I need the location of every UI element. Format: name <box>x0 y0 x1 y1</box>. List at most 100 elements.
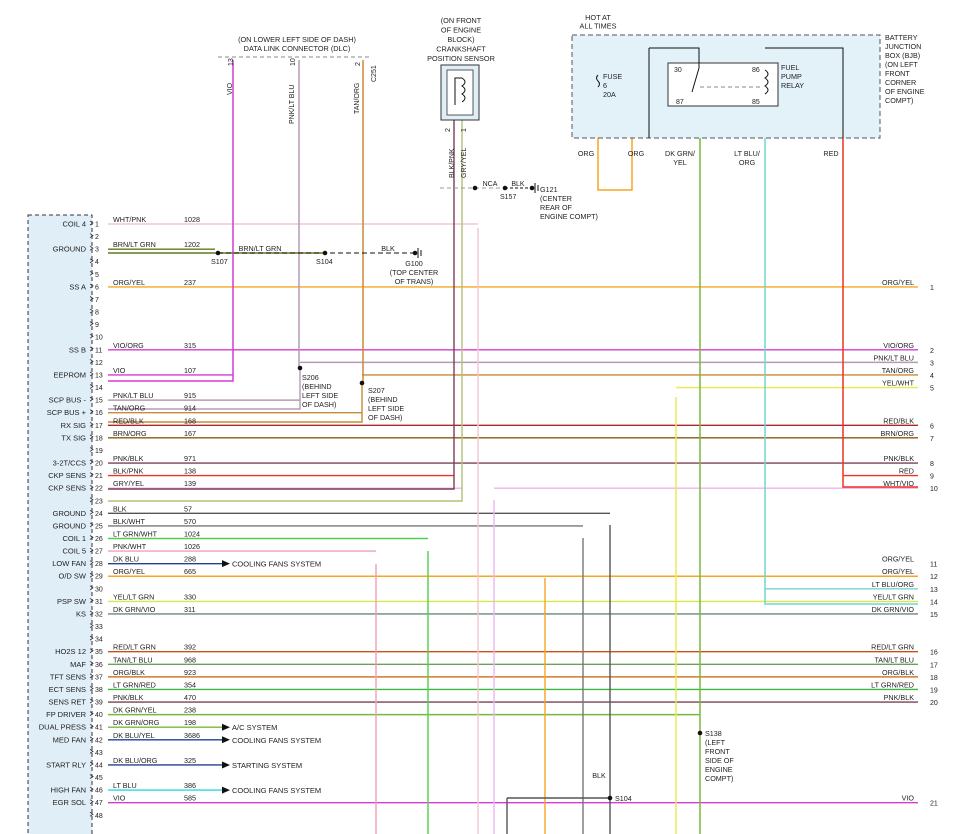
arrow-head <box>222 761 230 769</box>
G121-label: G121 <box>540 185 558 194</box>
bjb-wire-label: LT BLU/ <box>734 149 760 158</box>
pin-number: 21 <box>95 473 103 480</box>
circuit-number: 168 <box>184 416 196 425</box>
pin-number: 40 <box>95 712 103 719</box>
ckp-pin: 1 <box>461 128 468 132</box>
wire-color-label: YEL/LT GRN <box>113 592 154 601</box>
pin-label: TFT SENS <box>50 672 86 681</box>
bjb-wire-label: DK GRN/ <box>665 149 695 158</box>
dlc-wire-label: PNK/LT BLU <box>289 85 296 124</box>
pin-number: 5 <box>95 272 99 279</box>
pin-number: 16 <box>95 410 103 417</box>
circuit-number: 3686 <box>184 731 200 740</box>
pin-label: GROUND <box>53 245 87 254</box>
pin-tick <box>89 774 94 779</box>
G100-label: G100 <box>405 259 423 268</box>
pin-number: 26 <box>95 536 103 543</box>
pin-tick <box>89 723 94 729</box>
pin-tick <box>89 233 94 238</box>
wire-color-label: PNK/BLK <box>113 454 144 463</box>
circuit-number: 470 <box>184 693 196 702</box>
pin-tick <box>89 535 94 540</box>
hot-at-label: HOT AT <box>585 13 611 22</box>
wire-color-label: DK GRN/ORG <box>113 718 160 727</box>
pin-tick <box>89 371 94 377</box>
S207-label: (BEHIND <box>368 395 398 404</box>
relay-pin: 86 <box>752 67 760 74</box>
S107-dot <box>215 250 221 256</box>
pin-number: 1 <box>95 222 99 229</box>
system-ref-label: A/C SYSTEM <box>232 723 277 732</box>
right-color-label: RED/BLK <box>883 416 914 425</box>
wire-color-label: ORG/YEL <box>113 278 145 287</box>
right-pin-number: 15 <box>930 612 938 619</box>
pin-tick <box>89 598 94 603</box>
relay-switch <box>691 67 700 93</box>
pin-label: MED FAN <box>53 735 86 744</box>
S138-label: SIDE OF <box>705 756 734 765</box>
pin-number: 25 <box>95 523 103 530</box>
pin-tick <box>89 384 94 389</box>
circuit-number: 138 <box>184 467 196 476</box>
pin-label: KS <box>76 609 86 618</box>
right-pin-number: 16 <box>930 650 938 657</box>
circuit-number: 1202 <box>184 240 200 249</box>
relay-86-lead <box>765 47 844 138</box>
pin-tick <box>89 610 94 616</box>
bjb-wire-label: ORG <box>628 149 645 158</box>
ckp-wire-label: BLK/PNK <box>449 148 456 178</box>
wire-color-label: PNK/WHT <box>113 542 147 551</box>
circuit-number: 354 <box>184 680 196 689</box>
circuit-number: 1024 <box>184 530 200 539</box>
circuit-number: 915 <box>184 391 196 400</box>
pin-tick <box>89 270 94 276</box>
pin-label: HO2S 12 <box>55 647 86 656</box>
components <box>215 34 881 801</box>
pin-label: ECT SENS <box>49 685 86 694</box>
ckp-gryyel-wire <box>108 120 463 502</box>
right-color-label: PNK/BLK <box>884 454 915 463</box>
pin-number: 13 <box>95 372 103 379</box>
scp-plus-wire <box>108 383 363 423</box>
circuit-number: 167 <box>184 429 196 438</box>
pin-number: 48 <box>95 813 103 820</box>
pin-label: HIGH FAN <box>51 786 86 795</box>
hot-at-label: ALL TIMES <box>580 22 617 31</box>
right-pin-number: 7 <box>930 436 934 443</box>
pin-tick <box>89 660 94 666</box>
pin-label: EGR SOL <box>53 798 86 807</box>
pin-number: 23 <box>95 498 103 505</box>
dlc-vio-wire <box>108 60 234 382</box>
dlc-pnk-wire <box>298 60 300 369</box>
bjb-wire-label: RED <box>823 149 838 158</box>
nca-label: NCA <box>483 181 498 188</box>
S138-dot <box>697 730 703 736</box>
pin-number: 35 <box>95 649 103 656</box>
S104-label: S104 <box>316 257 333 266</box>
right-pin-number: 21 <box>930 801 938 808</box>
pin-tick <box>89 761 94 767</box>
pin-number: 19 <box>95 448 103 455</box>
pin-tick <box>89 459 94 465</box>
S206-label: LEFT SIDE <box>302 391 338 400</box>
arrow-head <box>222 560 230 568</box>
right-color-label: ORG/YEL <box>882 278 914 287</box>
system-ref-label: COOLING FANS SYSTEM <box>232 736 321 745</box>
system-ref-label: COOLING FANS SYSTEM <box>232 786 321 795</box>
S104b-label: S104 <box>615 794 632 803</box>
pin-tick <box>89 560 94 565</box>
pin-tick <box>89 396 94 402</box>
pin-number: 10 <box>95 335 103 342</box>
right-pin-number: 17 <box>930 662 938 669</box>
ground-wire-label: BRN/LT GRN <box>239 244 282 253</box>
bjb-wire-label: ORG <box>578 149 595 158</box>
pin-tick <box>89 245 94 251</box>
pin-label: O/D SW <box>59 572 87 581</box>
G121-label: REAR OF <box>540 203 573 212</box>
wire-color-label: RED/BLK <box>113 416 144 425</box>
pin-tick <box>89 308 94 314</box>
relay-pin: 30 <box>674 67 682 74</box>
